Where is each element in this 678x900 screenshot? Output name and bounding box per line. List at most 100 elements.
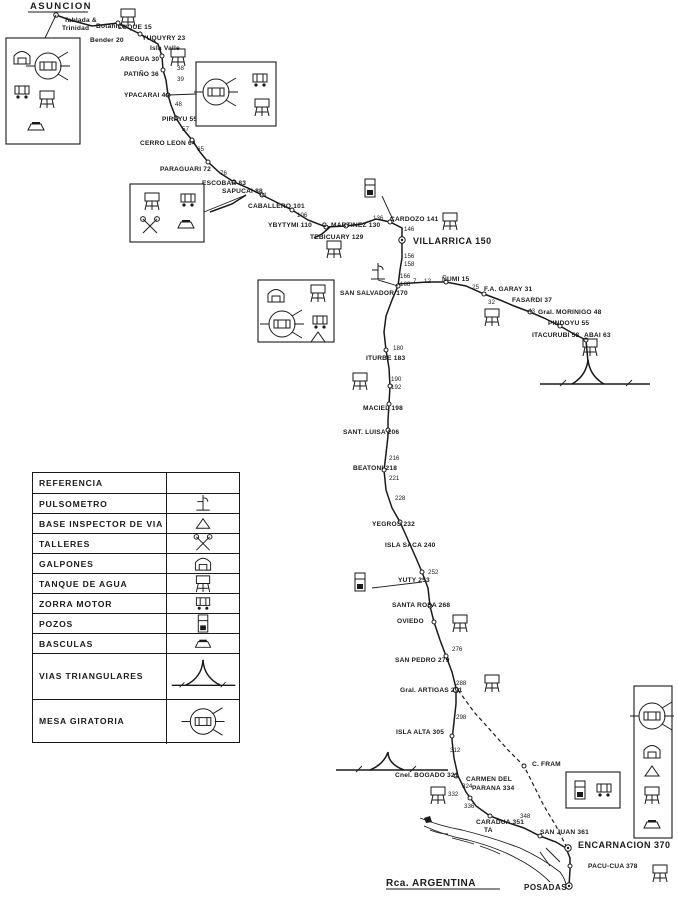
station-label: ESCOBAR 83 xyxy=(202,180,246,187)
facility-box-carmen-del-parana xyxy=(565,771,621,809)
station-label: YUQUYRY 23 xyxy=(142,35,186,42)
station-label: Gral. ARTIGAS 291 xyxy=(400,687,463,694)
km-mark: 32 xyxy=(488,299,495,306)
facility-box-ypacarai xyxy=(193,61,277,127)
parana-river xyxy=(419,816,567,887)
well-icon xyxy=(364,178,376,198)
station-label: ISLA SACA 240 xyxy=(385,542,436,549)
km-mark: 48 xyxy=(175,101,182,108)
km-mark: 136 xyxy=(373,215,384,222)
water-tank-icon xyxy=(484,674,500,693)
km-mark: 65 xyxy=(197,146,204,153)
station-label: CERRO LEON 64 xyxy=(140,140,196,147)
station-label: SAPUCAI 88 xyxy=(222,188,263,195)
water-tank-icon xyxy=(430,786,446,805)
water-tank-icon xyxy=(652,864,668,883)
crossed-tools-icon xyxy=(193,534,213,551)
legend-label: TANQUE DE AGUA xyxy=(39,579,128,589)
km-mark: 166 xyxy=(400,273,411,280)
motor-trolley-icon xyxy=(195,597,211,611)
km-mark: 312 xyxy=(450,747,461,754)
legend-row: VIAS TRIANGULARES xyxy=(33,653,239,699)
km-mark: 221 xyxy=(389,475,400,482)
station-label: BEATONI 218 xyxy=(353,465,397,472)
legend-label: REFERENCIA xyxy=(39,478,103,488)
facility-box-asuncion xyxy=(5,37,81,145)
station-label: YBYTYMI 110 xyxy=(268,222,312,229)
station-label: PINDOYU 55 xyxy=(548,320,589,327)
station-label: Isla Valle xyxy=(150,45,180,52)
station-label: LUQUE 15 xyxy=(118,24,152,31)
km-mark: 39 xyxy=(177,76,184,83)
station-label: ITURBE 183 xyxy=(366,355,406,362)
well-icon xyxy=(197,614,209,633)
legend-label: VIAS TRIANGULARES xyxy=(39,671,144,681)
station-label: CABALLERO 101 xyxy=(248,203,305,210)
station-label: Trinidad xyxy=(62,25,89,32)
station-label: Bender 20 xyxy=(90,37,124,44)
shed-icon xyxy=(194,557,212,571)
station-label: CARMEN DEL xyxy=(466,776,512,783)
pulsometer-icon xyxy=(195,494,211,511)
water-tank-icon xyxy=(442,212,458,231)
station-label: C. FRAM xyxy=(532,761,561,768)
station-label: SAN SALVADOR 170 xyxy=(340,290,408,297)
station-label: OVIEDO xyxy=(397,618,424,625)
km-mark: 192 xyxy=(391,384,402,391)
station-label: PACU-CUA 378 xyxy=(588,863,638,870)
water-tank-icon xyxy=(452,614,468,633)
km-mark: 12 xyxy=(424,278,431,285)
map-title: ASUNCION xyxy=(30,1,92,12)
main-railway-line xyxy=(55,14,571,887)
km-mark: 76 xyxy=(220,170,227,177)
legend-label: GALPONES xyxy=(39,559,94,569)
station-nodes xyxy=(53,12,589,890)
station-label: TA xyxy=(484,827,493,834)
station-label: MACIEL 198 xyxy=(363,405,403,412)
legend-row: TALLERES xyxy=(33,533,239,553)
station-label: POSADAS xyxy=(524,883,567,892)
station-label: CARDOZO 141 xyxy=(390,216,438,223)
legend-label: BASCULAS xyxy=(39,639,94,649)
well-icon xyxy=(354,572,366,592)
km-mark: 288 xyxy=(456,680,467,687)
water-tank-icon xyxy=(352,372,368,391)
station-label: YUTY 253 xyxy=(398,577,430,584)
km-mark: 216 xyxy=(389,455,400,462)
station-label: Tablada & xyxy=(64,17,97,24)
legend-label: BASE INSPECTOR DE VIA xyxy=(39,519,164,529)
km-mark: 106 xyxy=(297,212,308,219)
station-label: ABAI 63 xyxy=(584,332,611,339)
station-label: SAN JUAN 361 xyxy=(540,829,589,836)
triangle-icon xyxy=(195,518,211,529)
water-tank-icon xyxy=(326,240,342,259)
legend-label: POZOS xyxy=(39,619,74,629)
legend-row: MESA GIRATORIA xyxy=(33,699,239,744)
facility-box-san-salvador xyxy=(257,279,335,343)
scale-icon xyxy=(194,639,212,648)
km-mark: 298 xyxy=(456,714,467,721)
legend-row: ZORRA MOTOR xyxy=(33,593,239,613)
station-label: VILLARRICA 150 xyxy=(413,236,492,246)
station-label: AREGUA 30 xyxy=(120,56,159,63)
station-label: F.A. GARAY 31 xyxy=(484,286,533,293)
km-mark: 228 xyxy=(395,495,406,502)
km-mark: 7 xyxy=(413,278,417,285)
legend-row: PULSOMETRO xyxy=(33,493,239,513)
station-label: SANTA ROSA 268 xyxy=(392,602,450,609)
km-mark: 158 xyxy=(404,261,415,268)
legend-table: REFERENCIA PULSOMETRO BASE INSPECTOR DE … xyxy=(32,472,240,744)
km-mark: 324 xyxy=(462,783,473,790)
station-label: SAN PEDRO 279 xyxy=(395,657,450,664)
km-mark: 276 xyxy=(452,646,463,653)
km-mark: 180 xyxy=(393,345,404,352)
km-mark: 91 xyxy=(260,192,267,199)
track-triangle-bogado xyxy=(336,751,448,773)
station-label: CARADUA 351 xyxy=(476,819,524,826)
track-triangle-icon xyxy=(171,659,236,688)
legend-row: POZOS xyxy=(33,613,239,633)
km-mark: 57 xyxy=(182,126,189,133)
station-label: PARANA 334 xyxy=(472,785,514,792)
